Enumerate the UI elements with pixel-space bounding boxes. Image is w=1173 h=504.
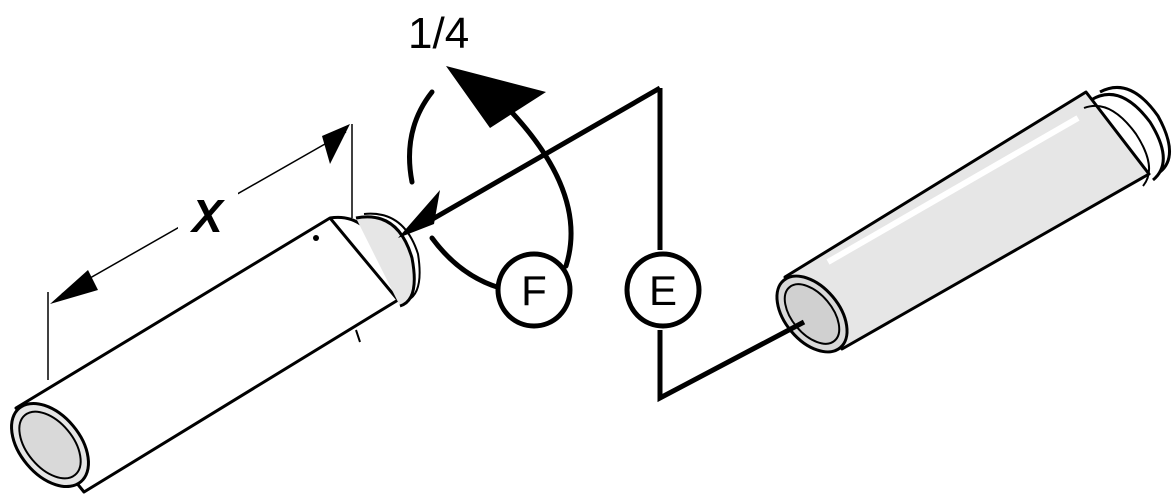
left-pipe-mark-dot — [313, 235, 319, 241]
rotation-arc-right — [497, 97, 574, 269]
dimension-arrowhead-left — [50, 270, 98, 304]
callout-e: E — [624, 251, 702, 329]
callout-f-label: F — [521, 267, 547, 314]
right-pipe-seal-ring — [1099, 86, 1171, 174]
right-pipe-seal-ring — [1090, 92, 1165, 182]
right-pipe-seal-ring — [1083, 104, 1151, 187]
callout-f-circle — [495, 251, 573, 329]
rotation-arrowhead — [446, 66, 546, 128]
right-pipe-body — [783, 90, 1151, 351]
rotation-indicator: 1/4 — [407, 9, 574, 291]
right-pipe — [775, 86, 1171, 354]
dimension-label-gap — [178, 186, 238, 238]
left-pipe-seal-ring — [363, 212, 421, 301]
dimension-arrowhead-right — [322, 124, 350, 164]
callout-e-label: E — [649, 267, 677, 314]
rotation-arc-lower — [429, 235, 503, 291]
insertion-arrowhead — [398, 190, 440, 238]
callout-f: F — [495, 251, 573, 329]
callout-e-circle — [624, 251, 702, 329]
left-pipe-open-end-inner — [18, 410, 82, 480]
length-dimension: X — [47, 124, 353, 380]
left-pipe-edge-line — [355, 329, 361, 343]
leader-lines — [398, 85, 806, 403]
left-pipe — [10, 212, 421, 494]
rotation-arc-left — [407, 89, 435, 185]
left-pipe-body — [14, 216, 400, 494]
callout-e-leader-lower — [657, 319, 806, 403]
insertion-arrow-shaft — [422, 85, 662, 227]
rotation-label: 1/4 — [408, 9, 469, 58]
right-pipe-highlight — [826, 115, 1080, 265]
length-label: X — [189, 190, 225, 242]
